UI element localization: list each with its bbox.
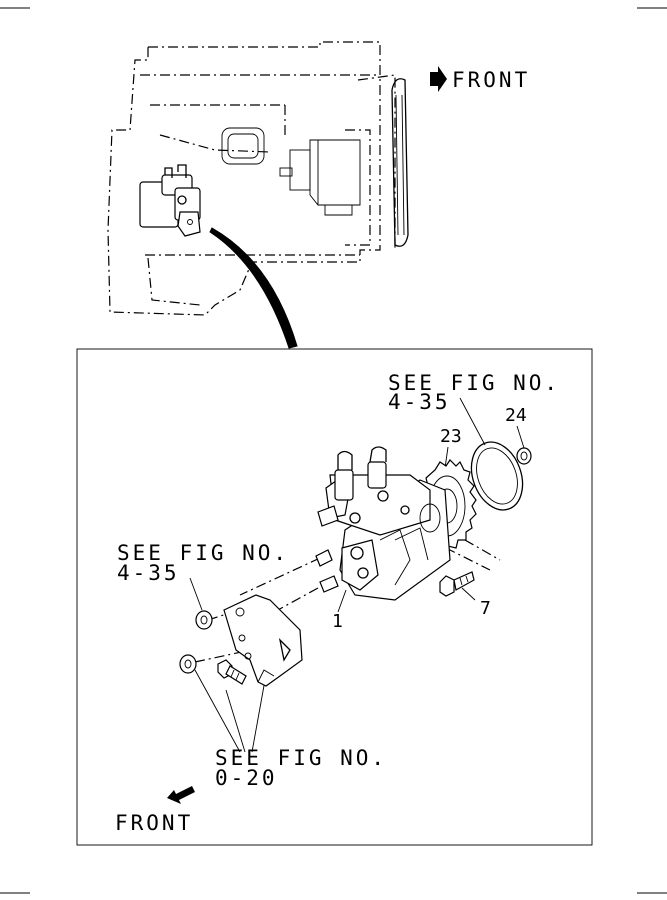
callout-1: 1 <box>332 611 343 632</box>
crop-marks <box>0 7 667 894</box>
bolt-lower-part <box>217 659 247 685</box>
front-indicator-bottom: FRONT <box>115 786 195 835</box>
bolt-7-part <box>439 571 475 597</box>
detail-frame <box>76 348 593 846</box>
leader-lines <box>189 397 525 753</box>
injection-pump-1-part <box>315 446 451 601</box>
see-fig-ref-a-line2: 4-35 <box>388 390 451 414</box>
nut-left-upper-part <box>195 610 213 630</box>
pump-bracket-part <box>223 594 303 687</box>
front-label-top: FRONT <box>452 68 530 92</box>
see-fig-ref-b-line1: SEE FIG NO. <box>117 541 289 565</box>
front-label-bottom: FRONT <box>115 811 193 835</box>
engine-overview <box>107 41 409 349</box>
nut-left-lower-part <box>179 654 197 674</box>
o-ring-part <box>470 441 524 511</box>
front-indicator-top: FRONT <box>430 66 530 92</box>
see-fig-ref-c-line2: 0-20 <box>215 766 278 790</box>
callout-24: 24 <box>505 405 527 426</box>
right-arrow-icon <box>430 66 447 92</box>
down-left-arrow-icon <box>167 786 195 804</box>
pump-location-highlight <box>139 164 201 237</box>
callout-23: 23 <box>440 426 462 447</box>
see-fig-ref-c-line1: SEE FIG NO. <box>215 746 387 770</box>
see-fig-ref-b-line2: 4-35 <box>117 561 180 585</box>
nut-24-part <box>516 447 532 465</box>
callout-7: 7 <box>480 598 491 619</box>
see-fig-ref-a-line1: SEE FIG NO. <box>388 371 560 395</box>
